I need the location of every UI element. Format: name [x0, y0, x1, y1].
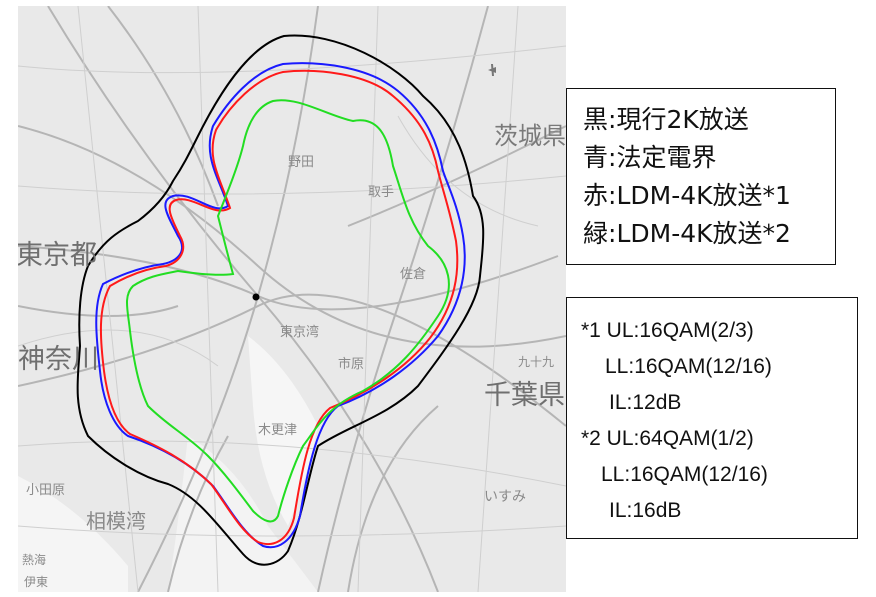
note-line-5: LL:16QAM(12/16)	[601, 463, 768, 486]
contour-ldm4k-green	[126, 99, 450, 523]
place-label-sakura: 佐倉	[400, 267, 427, 282]
transmitter-point	[252, 293, 260, 301]
place-label-noda: 野田	[288, 155, 315, 170]
legend-text: LDM-4K放送*1	[616, 181, 791, 210]
airplane-icon	[488, 64, 496, 76]
legend-sep: :	[608, 181, 617, 210]
region-label-tokyo: 東京都	[18, 240, 97, 271]
legend-key: 黒	[583, 105, 609, 134]
contour-2k-black	[76, 34, 485, 566]
place-label-toride: 取手	[368, 185, 395, 200]
legend-text: LDM-4K放送*2	[616, 219, 791, 248]
legend-sep: :	[608, 143, 617, 172]
region-label-kanagawa: 神奈川	[18, 344, 99, 375]
coverage-map: 東京都 神奈川 千葉県 茨城県 相模湾 小田原 熱海 伊東 いすみ 九十九 木更…	[18, 6, 566, 592]
region-label-chiba: 千葉県	[484, 380, 565, 411]
legend-item-red: 赤:LDM-4K放送*1	[583, 183, 791, 208]
note-line-4: *2 UL:64QAM(1/2)	[581, 427, 754, 450]
place-label-isumi: いすみ	[484, 489, 526, 505]
note-line-1: *1 UL:16QAM(2/3)	[581, 319, 754, 342]
place-label-odawara: 小田原	[26, 483, 66, 498]
contour-ldm4k-red	[99, 69, 459, 546]
place-label-tokyowan: 東京湾	[280, 325, 320, 340]
legend-key: 緑	[583, 219, 609, 248]
place-label-atami: 熱海	[22, 553, 47, 567]
note-line-2: LL:16QAM(12/16)	[605, 355, 772, 378]
legend-item-green: 緑:LDM-4K放送*2	[583, 221, 791, 246]
modulation-notes-box: *1 UL:16QAM(2/3) LL:16QAM(12/16) IL:12dB…	[566, 297, 858, 539]
legend-box: 黒:現行2K放送 青:法定電界 赤:LDM-4K放送*1 緑:LDM-4K放送*…	[566, 88, 836, 265]
place-label-kisarazu: 木更津	[258, 423, 298, 438]
legend-text: 法定電界	[616, 143, 717, 172]
place-label-kujukuri: 九十九	[518, 355, 555, 369]
region-label-ibaraki: 茨城県	[494, 122, 566, 150]
legend-text: 現行2K放送	[616, 105, 749, 134]
place-label-sagamiwan: 相模湾	[86, 509, 146, 533]
legend-item-blue: 青:法定電界	[583, 145, 716, 170]
legend-key: 赤	[583, 181, 609, 210]
legend-sep: :	[608, 219, 617, 248]
place-label-ichihara: 市原	[338, 357, 365, 372]
legend-key: 青	[583, 143, 609, 172]
note-line-3: IL:12dB	[609, 391, 682, 414]
note-line-6: IL:16dB	[609, 499, 682, 522]
map-base	[18, 6, 566, 592]
place-label-ito: 伊東	[24, 575, 49, 589]
legend-sep: :	[608, 105, 617, 134]
legend-item-black: 黒:現行2K放送	[583, 107, 749, 132]
